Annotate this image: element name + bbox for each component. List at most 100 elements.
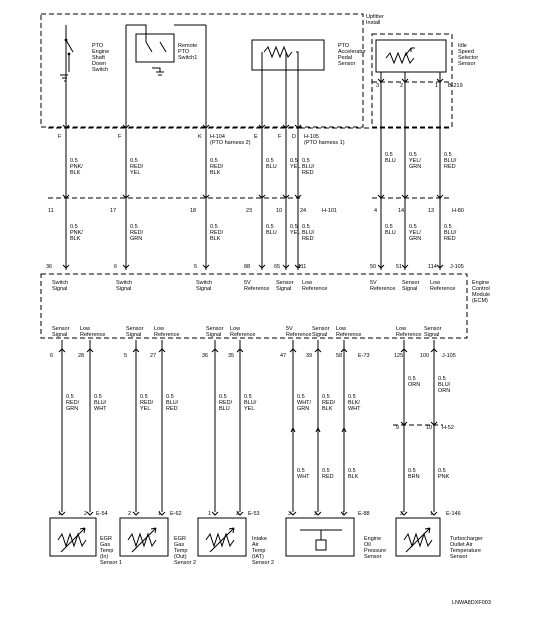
oil-sensor-wires (300, 529, 342, 540)
lower-chevron-5 (236, 348, 244, 353)
middle-wire-label-3-1: BLU (266, 230, 277, 236)
lower-chevron-8 (340, 348, 348, 353)
sensor-1-arrow-icon (131, 527, 157, 553)
sensor-4-pin-1: 1 (430, 511, 433, 517)
remote-switch-wires (125, 24, 164, 128)
middle-wire-label-5-2: RED (302, 236, 314, 242)
lower-bot-chevron-6 (289, 511, 297, 516)
ecm-bottom-pin-1: 28 (78, 353, 84, 359)
upfitter-label-1: Install (366, 20, 380, 26)
sensor-box-2 (197, 517, 247, 557)
upper-wires (62, 72, 444, 270)
remote-label-0: Remote (178, 43, 197, 49)
ecm-bottom-pin-2: 5 (124, 353, 127, 359)
ecm-bottom-label-3-0: Low (154, 326, 164, 332)
chevron-3-1 (258, 194, 266, 199)
lower-chevron-3 (158, 348, 166, 353)
h104-sub: (PTO harness 2) (210, 140, 251, 146)
lower-wire-label-1-2: WHT (94, 406, 107, 412)
sensor-0-pin-0: 1 (58, 511, 61, 517)
ecm-bottom-label-1-1: Reference (80, 332, 105, 338)
middle-wire-label-1-1: RED/ (130, 230, 144, 236)
upper-wire-label-5-1: BLU/ (302, 164, 315, 170)
lower-bot-chevron-3 (158, 511, 166, 516)
lower-section (49, 340, 441, 557)
chevron-3-0 (258, 124, 266, 129)
h52-pin-1: 10 (426, 425, 432, 431)
sensor-2-label-2: Temp (252, 548, 265, 554)
lower-wire-label-9-0: 0.5 (408, 376, 416, 382)
lower-wire-label-7-2: BLK (322, 406, 333, 412)
sensor-3-pin-0: 3 (288, 511, 291, 517)
ecm-bottom-pin-6: 47 (280, 353, 286, 359)
chevron-4-2 (282, 264, 290, 269)
lower-bot-chevron-8 (340, 511, 348, 516)
ecm-bottom-pin-7: 39 (306, 353, 312, 359)
upper-wire-label-0-0: 0.5 (70, 158, 78, 164)
middle-wire-label-0-2: BLK (70, 236, 81, 242)
ecm-top-label-2-1: Signal (196, 286, 211, 292)
lower2-wire-label-3-0: 0.5 (408, 468, 416, 474)
ecm-label-1: Control (472, 286, 490, 292)
ecm-top-label-8-0: Low (430, 280, 440, 286)
h52-chevron-1 (430, 421, 438, 426)
ecm-bottom-pin-4: 36 (202, 353, 208, 359)
ecm-label-2: Module (472, 292, 490, 298)
sensor-4-label-3: Sensor (450, 554, 468, 560)
idle-selector-wiper-icon (404, 47, 415, 57)
sensor-3-label-3: Sensor (364, 554, 382, 560)
pto-shutdown-label-1: Engine (92, 49, 109, 55)
lower2-wire-label-2-0: 0.5 (348, 468, 356, 474)
lower-wire-label-8-2: WHT (348, 406, 361, 412)
accel-pedal-sensor (251, 39, 325, 71)
h52-chevron-0 (400, 421, 408, 426)
chevron-0-2 (62, 264, 70, 269)
lower-wire-label-9-1: ORN (408, 382, 420, 388)
ecm-top-label-1-1: Signal (116, 286, 131, 292)
sensor-box-4 (395, 517, 441, 557)
remote-switch-out-wire (174, 24, 207, 128)
sensor-0-label-4: Sensor 1 (100, 560, 122, 566)
lower-chevron-2 (132, 348, 140, 353)
lower-bot-chevron-0 (58, 511, 66, 516)
pto-shutdown-label-4: Switch (92, 67, 108, 73)
chevron-7-2 (401, 264, 409, 269)
remote-switch-icon (145, 41, 167, 53)
accel-label-3: Sensor (338, 61, 356, 67)
lower-wire-label-7-1: RED/ (322, 400, 336, 406)
ecm-bottom-pin-8: 58 (336, 353, 342, 359)
lower-bot-chevron-1 (86, 511, 94, 516)
ecm-top-label-8-1: Reference (430, 286, 455, 292)
middle-pin-0: 11 (48, 208, 54, 214)
sensor-2-label-3: (IAT) (252, 554, 264, 560)
lower-wire-label-4-0: 0.5 (219, 394, 227, 400)
h52-pin-0: 9 (396, 425, 399, 431)
ecm-top-label-5-1: Reference (302, 286, 327, 292)
lower-wire-label-6-2: GRN (297, 406, 309, 412)
chevron-8-2 (436, 264, 444, 269)
ecm-bottom-label-8-0: Low (336, 326, 346, 332)
ecm-bottom-label-6-1: Reference (286, 332, 311, 338)
lower-chevron-9 (400, 348, 408, 353)
lower-wire-label-2-0: 0.5 (140, 394, 148, 400)
ecm-bottom-label-8-1: Reference (336, 332, 361, 338)
sensor-1-label-0: EGR (174, 536, 186, 542)
middle-pin-6: 4 (374, 208, 377, 214)
middle-wire-label-6-0: 0.5 (385, 224, 393, 230)
lower-wire-label-5-1: BLU/ (244, 400, 257, 406)
ecm-top-label-7-0: Sensor (402, 280, 420, 286)
ecm-top-pin-1: 6 (114, 264, 117, 270)
idle-label-0: Idle (458, 43, 467, 49)
lower-bot-chevron-4 (211, 511, 219, 516)
sensor-0-label-3: (In) (100, 554, 108, 560)
chevron-5-2 (294, 264, 302, 269)
lower-wire-label-1-0: 0.5 (94, 394, 102, 400)
middle-pin-4: 10 (276, 208, 282, 214)
ecm-bottom-label-1-0: Low (80, 326, 90, 332)
middle-wire-label-2-1: RED/ (210, 230, 224, 236)
sensor-3-label-2: Pressure (364, 548, 386, 554)
ecm-bottom-label-7-0: Sensor (312, 326, 330, 332)
accel-label-1: Accelerator (338, 49, 366, 55)
ecm-bottom-label-0-1: Signal (52, 332, 67, 338)
